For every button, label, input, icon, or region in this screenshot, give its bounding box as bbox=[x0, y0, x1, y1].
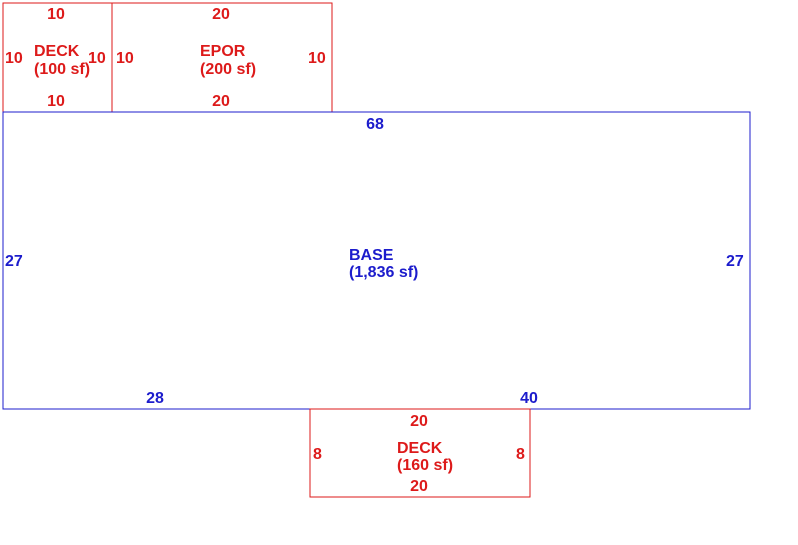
epor-dim-top: 20 bbox=[212, 6, 230, 23]
base-name: BASE bbox=[349, 247, 394, 264]
deck-top-dim-top: 10 bbox=[47, 6, 65, 23]
deck-top-dim-left: 10 bbox=[5, 50, 23, 67]
deck-bottom-dim-left: 8 bbox=[313, 446, 322, 463]
deck-bottom-area-value: (160 sf) bbox=[397, 457, 453, 474]
base-area-value: (1,836 sf) bbox=[349, 264, 418, 281]
epor-area: 20 20 10 10 EPOR (200 sf) bbox=[111, 2, 333, 113]
deck-top-dim-right: 10 bbox=[88, 50, 106, 67]
deck-bottom-dim-top: 20 bbox=[410, 413, 428, 430]
epor-name: EPOR bbox=[200, 43, 246, 60]
base-area: 68 27 27 28 40 BASE (1,836 sf) bbox=[2, 111, 751, 410]
deck-bottom-dim-bottom: 20 bbox=[410, 478, 428, 495]
base-dim-left: 27 bbox=[5, 253, 23, 270]
epor-dim-bottom: 20 bbox=[212, 93, 230, 110]
base-dim-right: 27 bbox=[726, 253, 744, 270]
deck-bottom-dim-right: 8 bbox=[516, 446, 525, 463]
deck-top-area: 10 10 10 10 DECK (100 sf) bbox=[2, 2, 113, 113]
deck-bottom-area: 20 20 8 8 DECK (160 sf) bbox=[309, 408, 531, 498]
epor-dim-left: 10 bbox=[116, 50, 134, 67]
deck-bottom-outline bbox=[309, 408, 531, 498]
deck-top-area-value: (100 sf) bbox=[34, 61, 90, 78]
deck-top-name: DECK bbox=[34, 43, 80, 60]
base-dim-bottom-left: 28 bbox=[146, 390, 164, 407]
deck-top-dim-bottom: 10 bbox=[47, 93, 65, 110]
epor-area-value: (200 sf) bbox=[200, 61, 256, 78]
base-dim-bottom-right: 40 bbox=[520, 390, 538, 407]
base-dim-top: 68 bbox=[366, 116, 384, 133]
epor-dim-right: 10 bbox=[308, 50, 326, 67]
deck-bottom-name: DECK bbox=[397, 440, 443, 457]
